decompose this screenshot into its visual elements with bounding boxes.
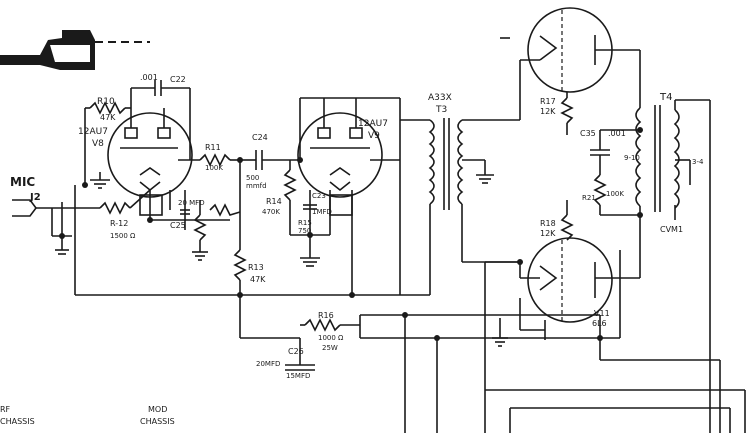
j2-label: J2 xyxy=(29,192,41,203)
c26-value-1: 20MFD xyxy=(256,360,280,368)
t3-type-label: A33X xyxy=(428,93,452,103)
pin-34-label: 3-4 xyxy=(692,158,704,166)
r14-label: R14 xyxy=(266,197,282,206)
mic-jack-j2 xyxy=(12,199,100,255)
mic-label: MIC xyxy=(10,175,35,189)
v8-type-label: 12AU7 xyxy=(78,127,108,137)
c26-label: C26 xyxy=(288,347,304,356)
junction-dots xyxy=(59,127,643,341)
pin-910-label: 9-10 xyxy=(624,154,640,162)
r17-label: R17 xyxy=(540,97,556,106)
r21-value: 100K xyxy=(606,190,624,198)
r13-resistor xyxy=(233,160,247,300)
r10-resistor xyxy=(85,101,131,115)
r14-value: 470K xyxy=(262,208,280,216)
r18-value: 12K xyxy=(540,229,556,238)
r21-resistor xyxy=(593,174,640,216)
ground-v11 xyxy=(492,337,508,347)
c24-label: C24 xyxy=(252,133,268,142)
c35-label: C35 xyxy=(580,129,596,138)
r11-label: R11 xyxy=(205,143,221,152)
r12-label: R-12 xyxy=(110,219,128,228)
r12-value: 1500 Ω xyxy=(110,232,136,240)
t4-transformer xyxy=(635,105,680,212)
c23-value: 1MFD xyxy=(312,208,332,216)
c23-r15 xyxy=(290,190,331,267)
v8-tube xyxy=(107,108,193,198)
r18-label: R18 xyxy=(540,219,556,228)
t4-label: T4 xyxy=(659,92,672,103)
v9-label: V9 xyxy=(368,131,380,141)
r15-label: R15 xyxy=(298,219,312,227)
cvm1-label: CVM1 xyxy=(660,225,683,234)
c22-value: .001 xyxy=(140,73,158,82)
c26-capacitor xyxy=(285,364,315,371)
c24-unit: mmfd xyxy=(246,182,267,190)
c22-label: C22 xyxy=(170,75,186,84)
c24-value: 500 xyxy=(246,174,259,182)
r16-watt: 25W xyxy=(322,344,338,352)
c25-label: C25 xyxy=(170,221,186,230)
ground-v8 xyxy=(90,172,110,189)
r17-resistor xyxy=(560,92,574,135)
r18-resistor xyxy=(560,210,574,241)
r12-resistor xyxy=(99,189,151,215)
v8-label: V8 xyxy=(92,139,104,149)
mod-chassis-label-2: CHASSIS xyxy=(140,417,175,426)
r16-value: 1000 Ω xyxy=(318,334,344,342)
c23-label: C23 xyxy=(312,192,326,200)
r15-value: 750 xyxy=(298,227,311,235)
rf-chassis-label-2: CHASSIS xyxy=(0,417,35,426)
r17-value: 12K xyxy=(540,107,556,116)
r10-label: R10 xyxy=(97,97,115,107)
c25-value: 20 MFD xyxy=(178,199,205,207)
c35-value: .001 xyxy=(608,129,626,138)
v8-cathode-network xyxy=(139,190,241,261)
r10-value: 47K xyxy=(100,113,116,122)
c24-capacitor xyxy=(240,150,300,170)
mod-chassis-label-1: MOD xyxy=(148,405,167,414)
r13-value: 47K xyxy=(250,275,266,284)
r14-resistor xyxy=(283,160,297,235)
c26-value-2: 15MFD xyxy=(286,372,310,380)
r21-label: R21 xyxy=(582,194,596,202)
v11-label: V11 xyxy=(594,309,610,318)
rf-chassis-label-1: RF xyxy=(0,405,11,414)
chassis-fragment xyxy=(0,30,150,70)
r16-resistor xyxy=(300,318,360,332)
t3-label: T3 xyxy=(435,105,447,115)
c35-capacitor xyxy=(590,130,610,175)
r13-label: R13 xyxy=(248,263,264,272)
r16-label: R16 xyxy=(318,311,334,320)
ground-t3 xyxy=(476,160,494,184)
v11-type-label: 6L6 xyxy=(592,319,607,328)
v9-type-label: 12AU7 xyxy=(358,119,388,129)
t3-transformer xyxy=(428,118,464,210)
r11-value: 100K xyxy=(205,164,223,172)
c22-capacitor xyxy=(130,80,191,160)
